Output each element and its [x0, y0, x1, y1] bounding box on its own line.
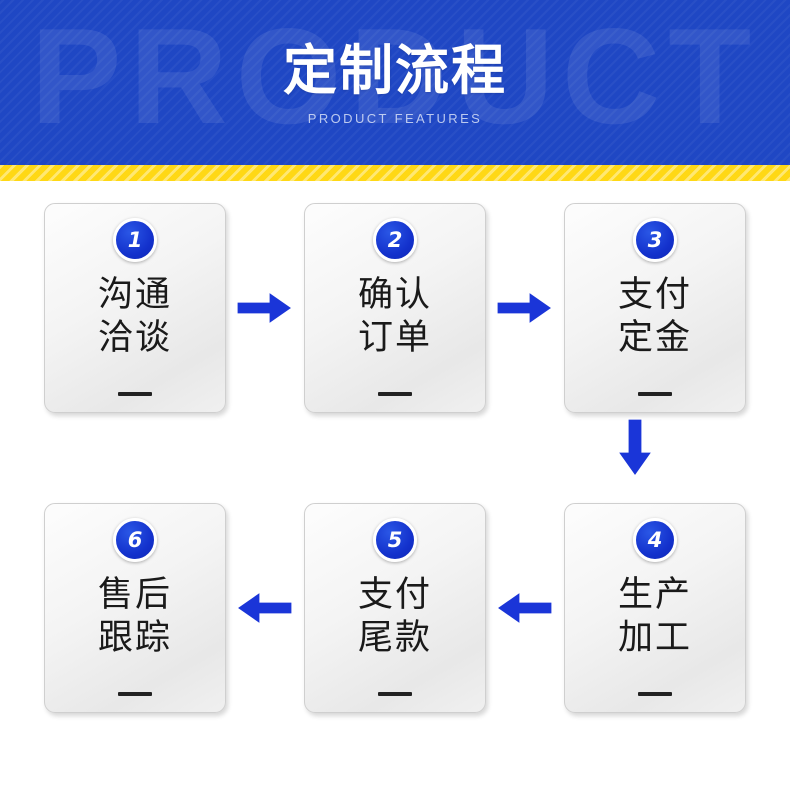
step-number-2: 2 — [387, 227, 403, 252]
step-label-5: 支付 尾款 — [358, 574, 432, 659]
step-card-2[interactable]: 2 确认 订单 — [304, 203, 486, 413]
step-number-badge-5: 5 — [373, 518, 417, 562]
flow-row-top: 1 沟通 洽谈 2 确认 订单 — [0, 203, 790, 413]
step-number-badge-4: 4 — [633, 518, 677, 562]
banner-content: 定制流程 PRODUCT FEATURES — [0, 0, 790, 165]
step-label-4-line1: 生产 — [617, 575, 692, 615]
step-number-badge-6: 6 — [113, 518, 157, 562]
banner-watermark-text: PRODUCT — [30, 0, 760, 152]
step-label-6: 售后 跟踪 — [98, 574, 172, 659]
step-number-3: 3 — [647, 227, 663, 252]
step-label-3-line1: 支付 — [617, 275, 692, 315]
step-label-1-line2: 洽谈 — [97, 317, 172, 358]
step-label-2-line1: 确认 — [357, 275, 432, 315]
arrow-right-icon-1 — [226, 291, 304, 325]
step-label-4: 生产 加工 — [618, 574, 692, 659]
step-underline-3 — [638, 392, 672, 396]
step-label-4-line2: 加工 — [617, 617, 692, 658]
step-label-1: 沟通 洽谈 — [98, 274, 172, 359]
step-label-1-line1: 沟通 — [97, 275, 172, 315]
step-underline-5 — [378, 692, 412, 696]
arrow-left-icon-2 — [486, 591, 564, 625]
step-label-6-line1: 售后 — [97, 575, 172, 615]
step-label-2-line2: 订单 — [357, 317, 432, 358]
arrow-down-icon — [617, 419, 653, 477]
step-card-1[interactable]: 1 沟通 洽谈 — [44, 203, 226, 413]
step-card-3[interactable]: 3 支付 定金 — [564, 203, 746, 413]
step-label-5-line2: 尾款 — [357, 617, 432, 658]
step-number-5: 5 — [387, 527, 403, 552]
page-title: 定制流程 — [283, 38, 507, 102]
accent-divider — [0, 165, 790, 181]
step-label-3: 支付 定金 — [618, 274, 692, 359]
process-flow-diagram: 1 沟通 洽谈 2 确认 订单 — [0, 181, 790, 809]
step-number-badge-3: 3 — [633, 218, 677, 262]
flow-connector-vertical — [0, 413, 790, 503]
step-label-3-line2: 定金 — [617, 317, 692, 358]
step-card-5[interactable]: 5 支付 尾款 — [304, 503, 486, 713]
step-number-1: 1 — [127, 227, 143, 252]
step-underline-4 — [638, 692, 672, 696]
step-card-4[interactable]: 4 生产 加工 — [564, 503, 746, 713]
step-card-6[interactable]: 6 售后 跟踪 — [44, 503, 226, 713]
arrow-left-icon-1 — [226, 591, 304, 625]
step-label-6-line2: 跟踪 — [97, 617, 172, 658]
step-label-5-line1: 支付 — [357, 575, 432, 615]
step-label-2: 确认 订单 — [358, 274, 432, 359]
page-subtitle: PRODUCT FEATURES — [307, 111, 483, 127]
step-number-6: 6 — [127, 527, 143, 552]
step-underline-1 — [118, 392, 152, 396]
step-number-4: 4 — [647, 527, 663, 552]
flow-row-bottom: 6 售后 跟踪 5 支付 尾款 — [0, 503, 790, 713]
step-underline-2 — [378, 392, 412, 396]
page-banner: PRODUCT 定制流程 PRODUCT FEATURES — [0, 0, 790, 165]
step-underline-6 — [118, 692, 152, 696]
step-number-badge-2: 2 — [373, 218, 417, 262]
step-number-badge-1: 1 — [113, 218, 157, 262]
arrow-right-icon-2 — [486, 291, 564, 325]
